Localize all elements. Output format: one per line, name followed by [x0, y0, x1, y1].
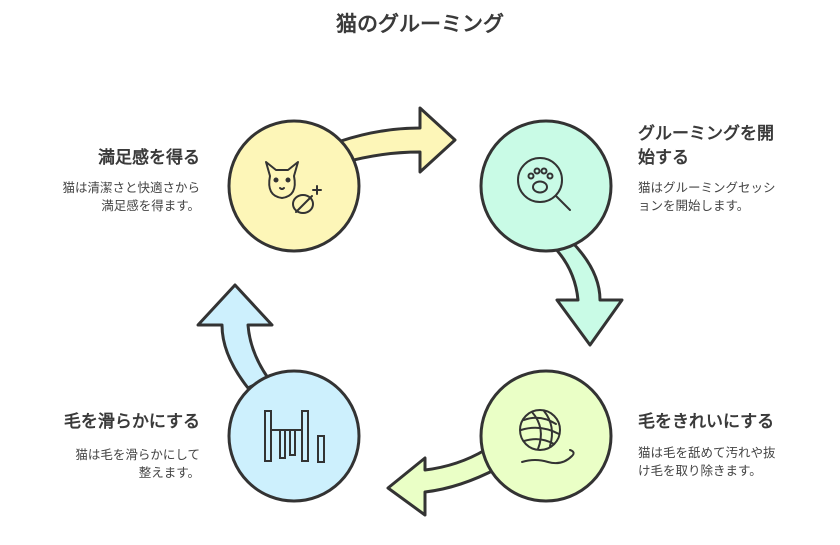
- comb-icon: [264, 410, 325, 463]
- cat-satisfied-icon: [265, 161, 322, 214]
- step-satisfaction-heading: 満足感を得る: [98, 148, 200, 168]
- step-circle-clean: [479, 369, 613, 503]
- step-satisfaction-desc: 猫は清潔さと快適さから 満足感を得ます。: [62, 180, 200, 213]
- step-smooth-desc: 猫は毛を滑らかにして 整えます。: [75, 447, 200, 480]
- step-smooth-heading: 毛を滑らかにする: [63, 412, 200, 432]
- page-title: 猫のグルーミング: [336, 12, 504, 36]
- arc-bottom: [386, 448, 500, 517]
- step-start-desc: 猫はグルーミングセッシ ョンを開始します。: [638, 180, 776, 213]
- step-clean-desc: 猫は毛を舐めて汚れや抜 け毛を取り除きます。: [638, 445, 776, 478]
- arc-left: [196, 283, 274, 390]
- step-start-heading: グルーミングを開 始する: [638, 124, 774, 168]
- yarn-ball-icon: [519, 409, 575, 465]
- arc-right: [550, 238, 624, 347]
- step-clean-heading: 毛をきれいにする: [638, 412, 775, 432]
- paw-magnifier-icon: [517, 157, 571, 211]
